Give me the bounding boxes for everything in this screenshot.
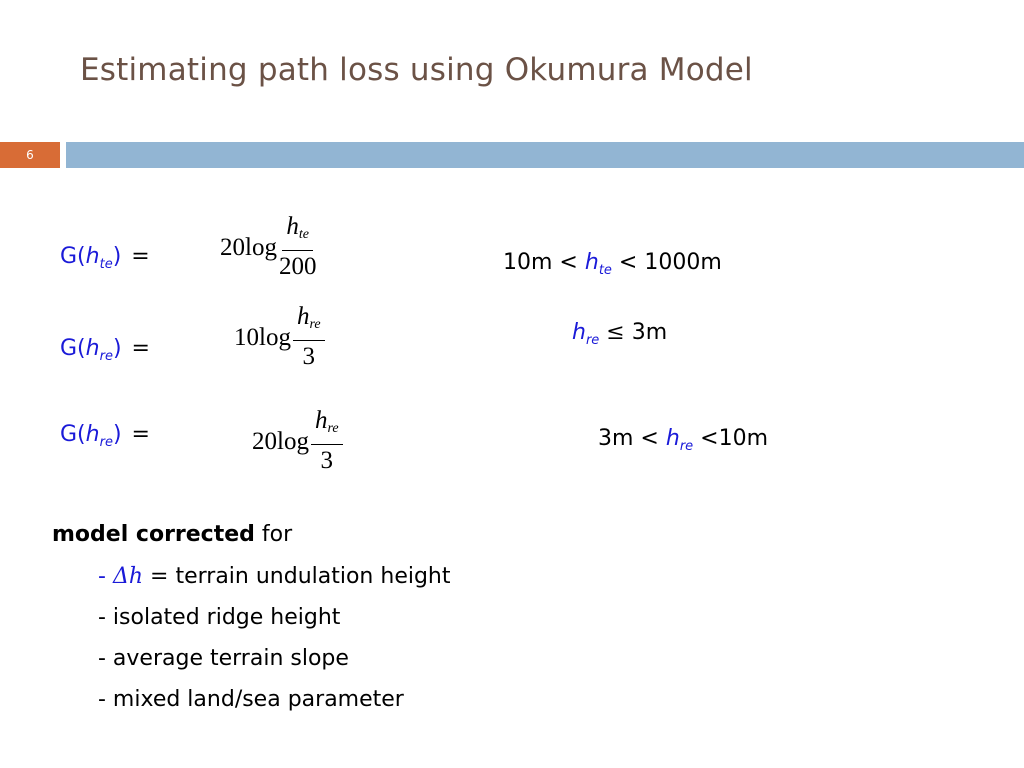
slide-number: 6 [0,142,60,168]
equation-2-condition: hre ≤ 3m [572,320,668,348]
equation-3-lhs: G(hre)= [60,422,150,450]
list-item: - mixed land/sea parameter [98,687,404,712]
equation-1-condition: 10m < hte < 1000m [503,250,722,278]
slide-title: Estimating path loss using Okumura Model [80,52,753,88]
equation-1-lhs: G(hte)= [60,244,150,272]
header-bar [66,142,1024,168]
model-corrected-heading: model corrected for [52,522,293,547]
list-item: - isolated ridge height [98,605,341,630]
equation-2-lhs: G(hre)= [60,336,150,364]
equation-3-condition: 3m < hre <10m [598,426,769,454]
list-item: - average terrain slope [98,646,349,671]
correction-list: - Δh = terrain undulation height - isola… [98,562,451,726]
list-item: - Δh = terrain undulation height [98,564,451,589]
